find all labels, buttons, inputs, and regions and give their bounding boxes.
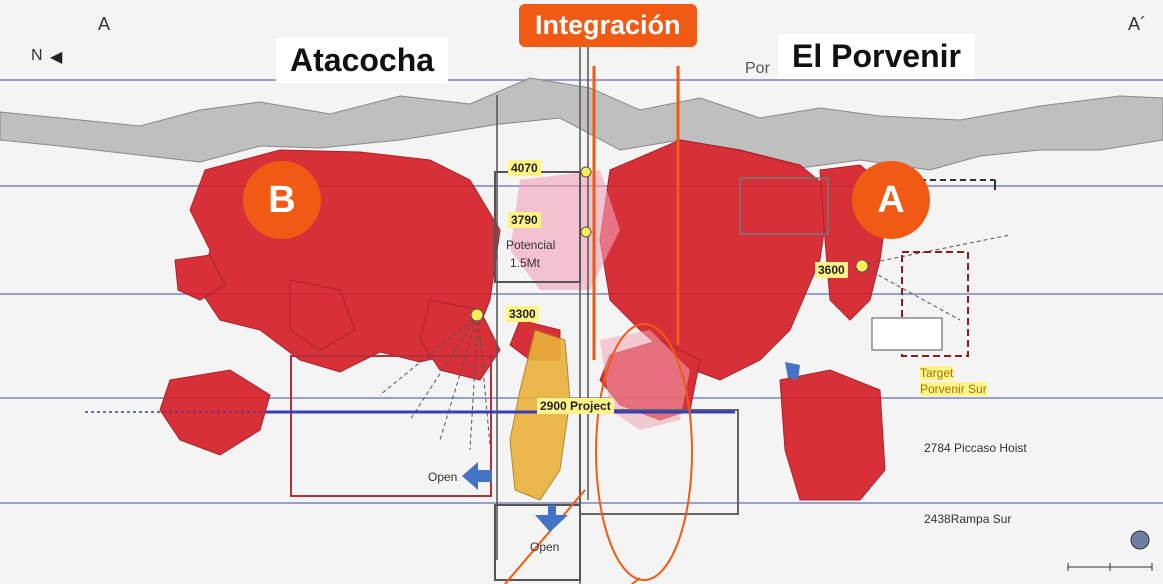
open-arrow-down [535, 505, 568, 532]
ramp-label: 2438Rampa Sur [924, 512, 1012, 526]
level-3300: 3300 [506, 306, 539, 322]
pink-halo [600, 330, 690, 430]
potential-line-2: 1.5Mt [510, 256, 541, 270]
partial-label: Por [745, 60, 770, 77]
hoist-label: 2784 Piccaso Hoist [924, 441, 1027, 455]
shafts [496, 40, 589, 584]
open-arrow-left [462, 462, 492, 490]
zone-a-badge: A [852, 161, 930, 239]
integration-pointers [592, 66, 680, 360]
level-2900-project: 2900 Project [537, 398, 614, 414]
header-integracion: Integración [519, 4, 697, 47]
potential-line-1: Potencial [506, 238, 556, 252]
north-arrow-icon: ◀ [50, 49, 63, 66]
white-label-box [871, 317, 943, 351]
level-3600: 3600 [815, 262, 848, 278]
open-bottom-label: Open [530, 540, 560, 554]
compass-icon [1130, 530, 1150, 550]
north-label: N [31, 47, 43, 64]
level-4070: 4070 [508, 160, 541, 176]
header-el-porvenir: El Porvenir [778, 34, 975, 79]
scale-bar [1067, 563, 1153, 571]
open-left-label: Open [428, 470, 458, 484]
gold-ore-bodies [509, 329, 571, 501]
section-marker-left: A [98, 14, 111, 34]
ellipse-pointer-left [504, 489, 586, 584]
section-marker-right: A´ [1128, 14, 1146, 34]
target-line-1: Target [920, 366, 954, 380]
integration-ore-body [510, 170, 620, 290]
topography-surface [0, 77, 1163, 171]
integration-zone-ellipse [595, 323, 693, 581]
ellipse-pointer-right [631, 577, 641, 584]
level-markers [470, 166, 869, 322]
header-atacocha: Atacocha [276, 38, 449, 83]
zone-b-badge: B [243, 161, 321, 239]
small-blue-marker [785, 362, 800, 380]
level-3790: 3790 [508, 212, 541, 228]
target-line-2: Porvenir Sur [920, 382, 987, 396]
